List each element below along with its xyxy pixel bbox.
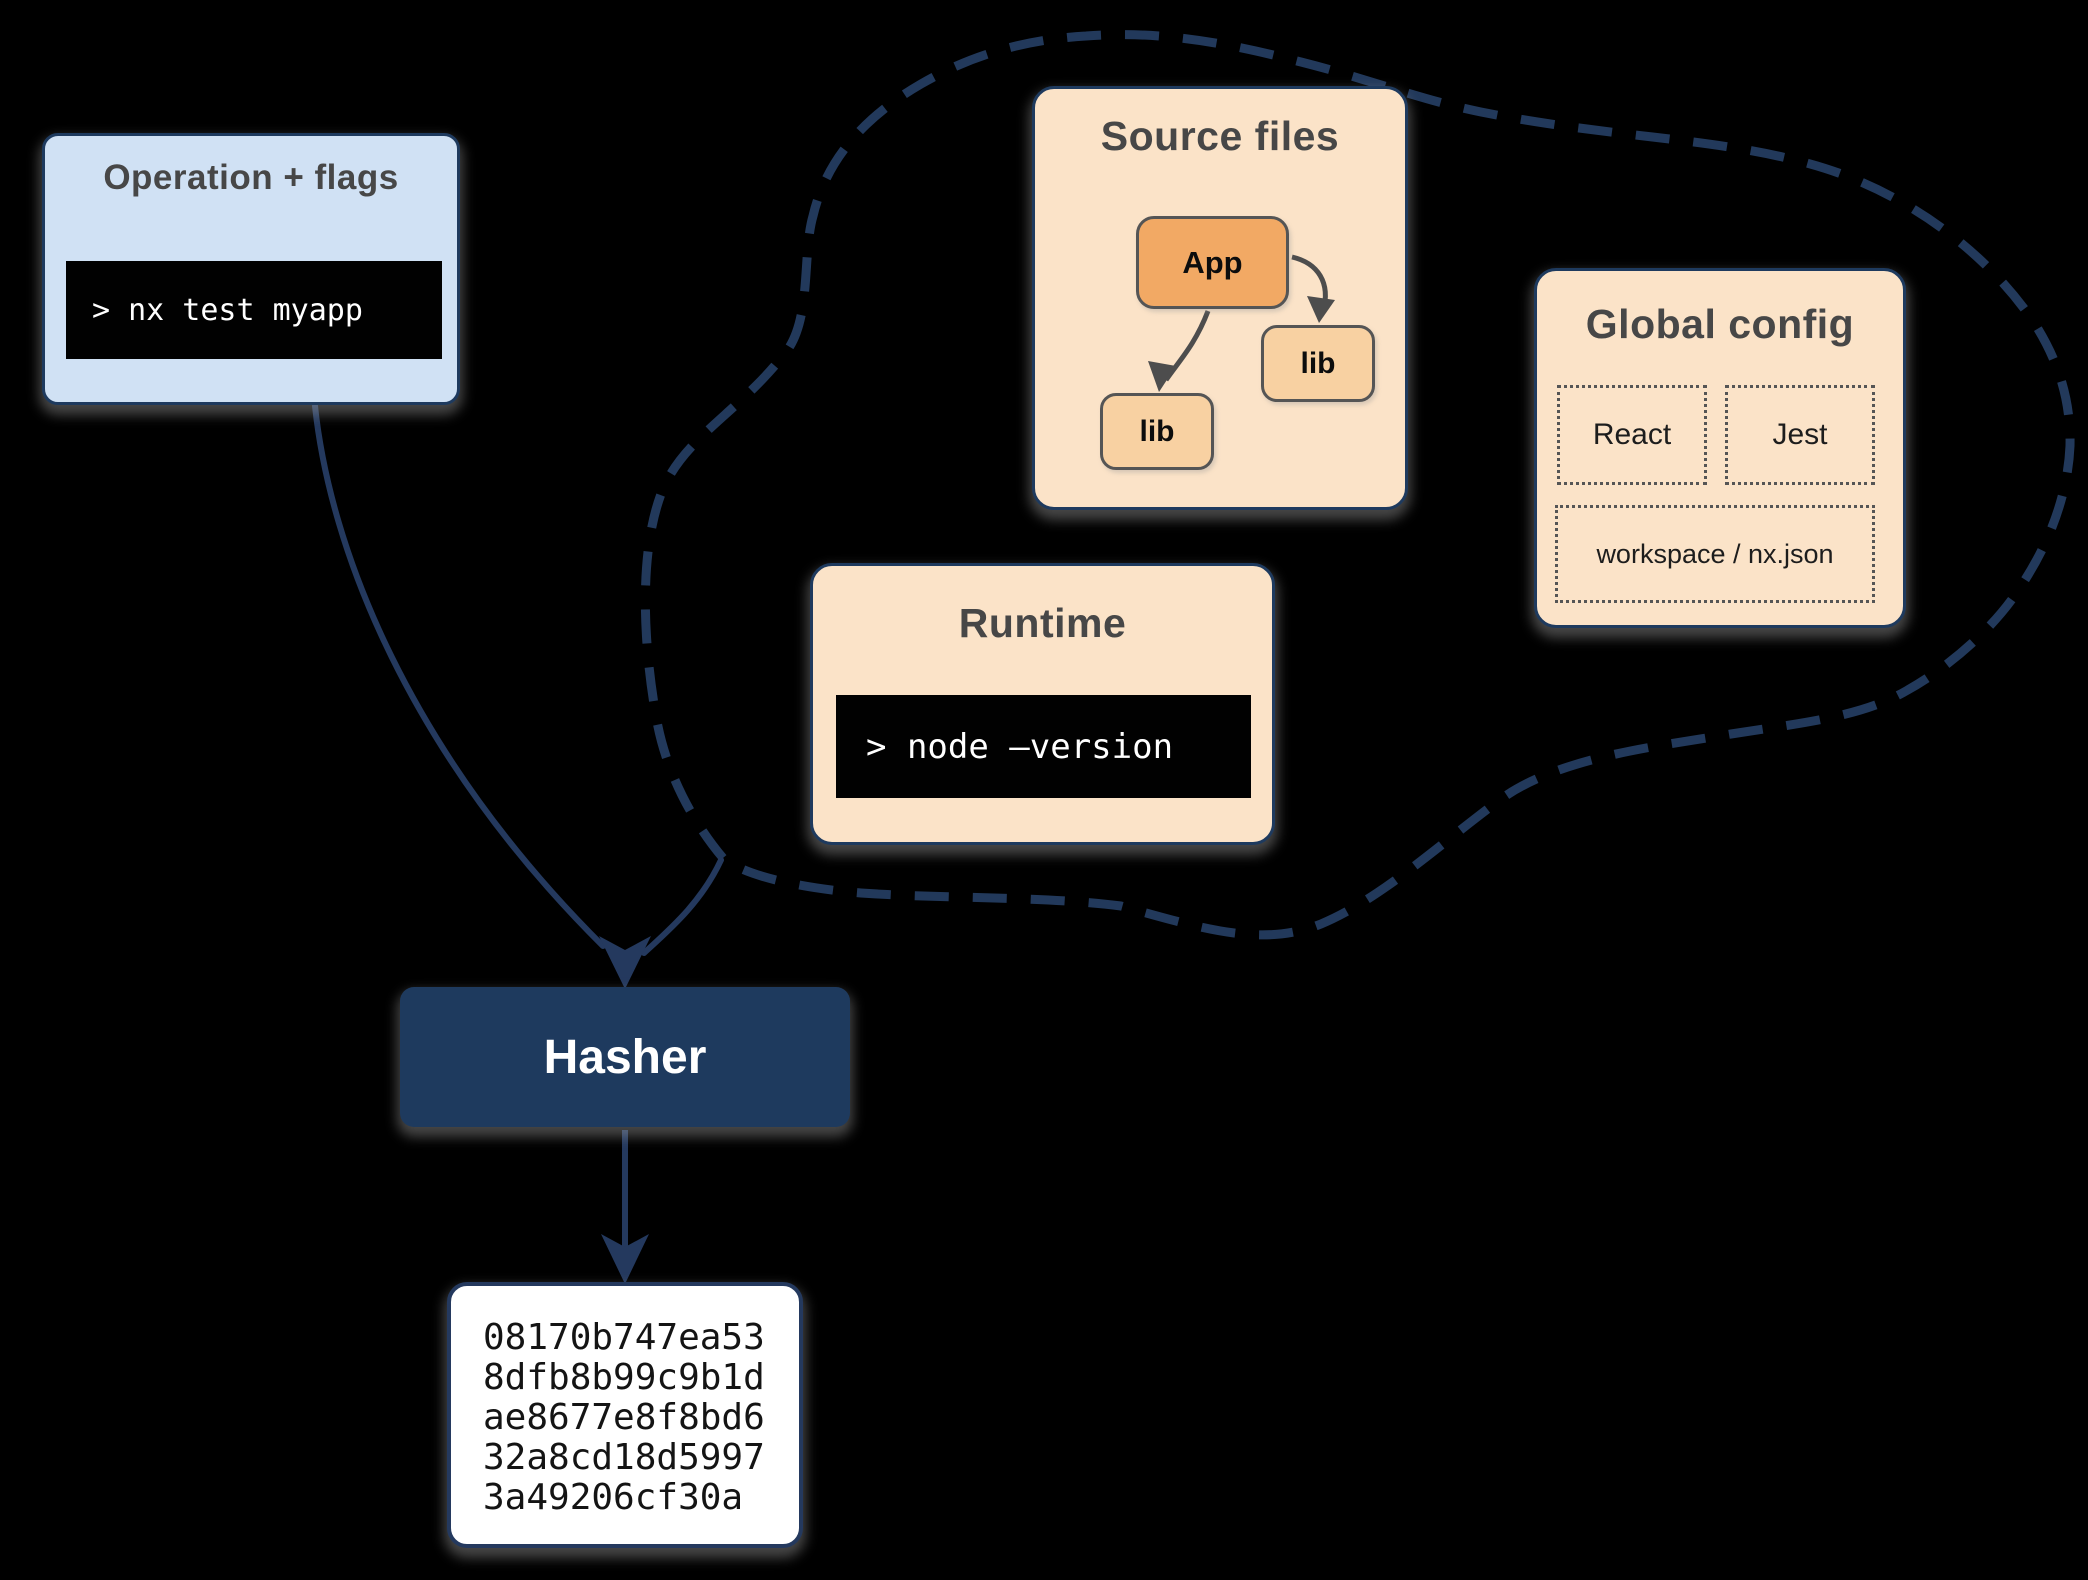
source-files-title: Source files <box>1100 113 1340 159</box>
hasher-box: Hasher <box>400 987 850 1127</box>
runtime-box: Runtime > node –version <box>810 563 1275 845</box>
hash-line: 32a8cd18d5997 <box>483 1437 765 1478</box>
hash-output-arrowhead <box>601 1234 649 1284</box>
config-item-workspace-nxjson: workspace / nx.json <box>1555 505 1875 603</box>
config-item-react: React <box>1557 385 1707 485</box>
hash-output-box: 08170b747ea53 8dfb8b99c9b1d ae8677e8f8bd… <box>447 1282 803 1548</box>
hash-line: ae8677e8f8bd6 <box>483 1397 765 1438</box>
hash-line: 3a49206cf30a <box>483 1477 744 1518</box>
config-item-jest: Jest <box>1725 385 1875 485</box>
graph-node-lib-left: lib <box>1100 393 1214 470</box>
arrow-cloud-to-hasher <box>641 857 724 956</box>
hash-line: 8dfb8b99c9b1d <box>483 1357 765 1398</box>
operation-command-text: > nx test myapp <box>92 292 363 328</box>
source-files-graph-arrows <box>1148 254 1335 392</box>
operation-flags-title: Operation + flags <box>103 158 399 197</box>
arrow-operation-to-hasher <box>312 403 606 949</box>
graph-node-app: App <box>1136 216 1289 309</box>
global-config-box: Global config React Jest workspace / nx.… <box>1534 268 1906 628</box>
global-config-title: Global config <box>1585 301 1855 347</box>
operation-flags-box: Operation + flags > nx test myapp <box>42 133 460 405</box>
hasher-input-arrowhead <box>599 936 651 989</box>
cache-inputs-cloud-outline <box>640 30 2075 940</box>
arrow-app-to-lib-left-head <box>1148 361 1176 392</box>
runtime-command-text: > node –version <box>866 726 1174 767</box>
graph-node-lib-right: lib <box>1261 325 1375 402</box>
hash-line: 08170b747ea53 <box>483 1317 765 1358</box>
arrow-app-to-lib-right-head <box>1307 296 1335 323</box>
runtime-title: Runtime <box>958 600 1127 646</box>
source-files-box: Source files App lib lib <box>1032 86 1408 510</box>
runtime-terminal: > node –version <box>836 695 1251 798</box>
operation-terminal: > nx test myapp <box>66 261 442 359</box>
